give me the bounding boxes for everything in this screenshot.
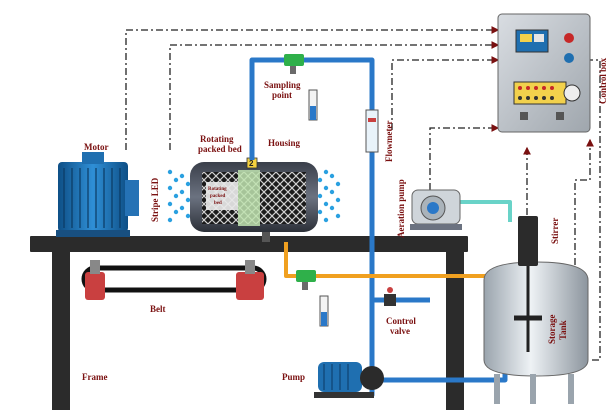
label-inner-rpb-1: Rotating xyxy=(208,187,227,192)
rotating-packed-bed-housing xyxy=(190,157,318,242)
label-sampling-point-2: point xyxy=(272,90,292,100)
label-motor: Motor xyxy=(84,142,109,152)
labels: Motor Rotating packed bed Housing Stripe… xyxy=(82,57,608,382)
label-sampling-point-1: Sampling xyxy=(264,80,301,90)
sampling-valve-bottom xyxy=(296,270,329,327)
label-pump: Pump xyxy=(282,372,305,382)
control-valve xyxy=(384,287,396,306)
flowmeter xyxy=(365,109,379,153)
control-box xyxy=(497,13,591,133)
motor xyxy=(56,152,139,237)
sampling-valve-top xyxy=(284,54,318,121)
label-control-valve-1: Control xyxy=(386,316,416,326)
frame xyxy=(30,236,468,410)
label-housing: Housing xyxy=(268,138,301,148)
belt-assembly xyxy=(81,260,267,300)
label-storage-tank-2: Tank xyxy=(558,320,568,340)
orange-pipe xyxy=(284,242,510,278)
label-storage-tank-1: Storage xyxy=(547,315,557,345)
label-belt: Belt xyxy=(150,304,166,314)
label-control-valve-2: valve xyxy=(390,326,410,336)
stripe-led-right xyxy=(317,169,341,223)
label-control-box: Control box xyxy=(598,57,608,104)
label-frame: Frame xyxy=(82,372,107,382)
label-rotating-packed-bed: Rotating xyxy=(200,134,234,144)
aeration-pipe xyxy=(460,200,512,222)
control-signal-lines xyxy=(125,26,601,361)
label-stirrer: Stirrer xyxy=(550,218,560,244)
label-inner-rpb-2: packed xyxy=(210,194,226,199)
stripe-led-left xyxy=(167,169,191,223)
aeration-pump xyxy=(410,189,462,230)
storage-tank xyxy=(483,216,589,404)
label-flowmeter: Flowmeter xyxy=(384,121,394,162)
label-aeration-pump: Aeration pump xyxy=(396,179,406,238)
label-stripe-led: Stripe LED xyxy=(150,177,160,222)
label-rotating-packed-bed-line2: packed bed xyxy=(198,144,242,154)
label-inner-rpb-3: bed xyxy=(214,201,222,206)
pump xyxy=(314,362,384,398)
label-rpb-number: 2 xyxy=(249,159,254,168)
